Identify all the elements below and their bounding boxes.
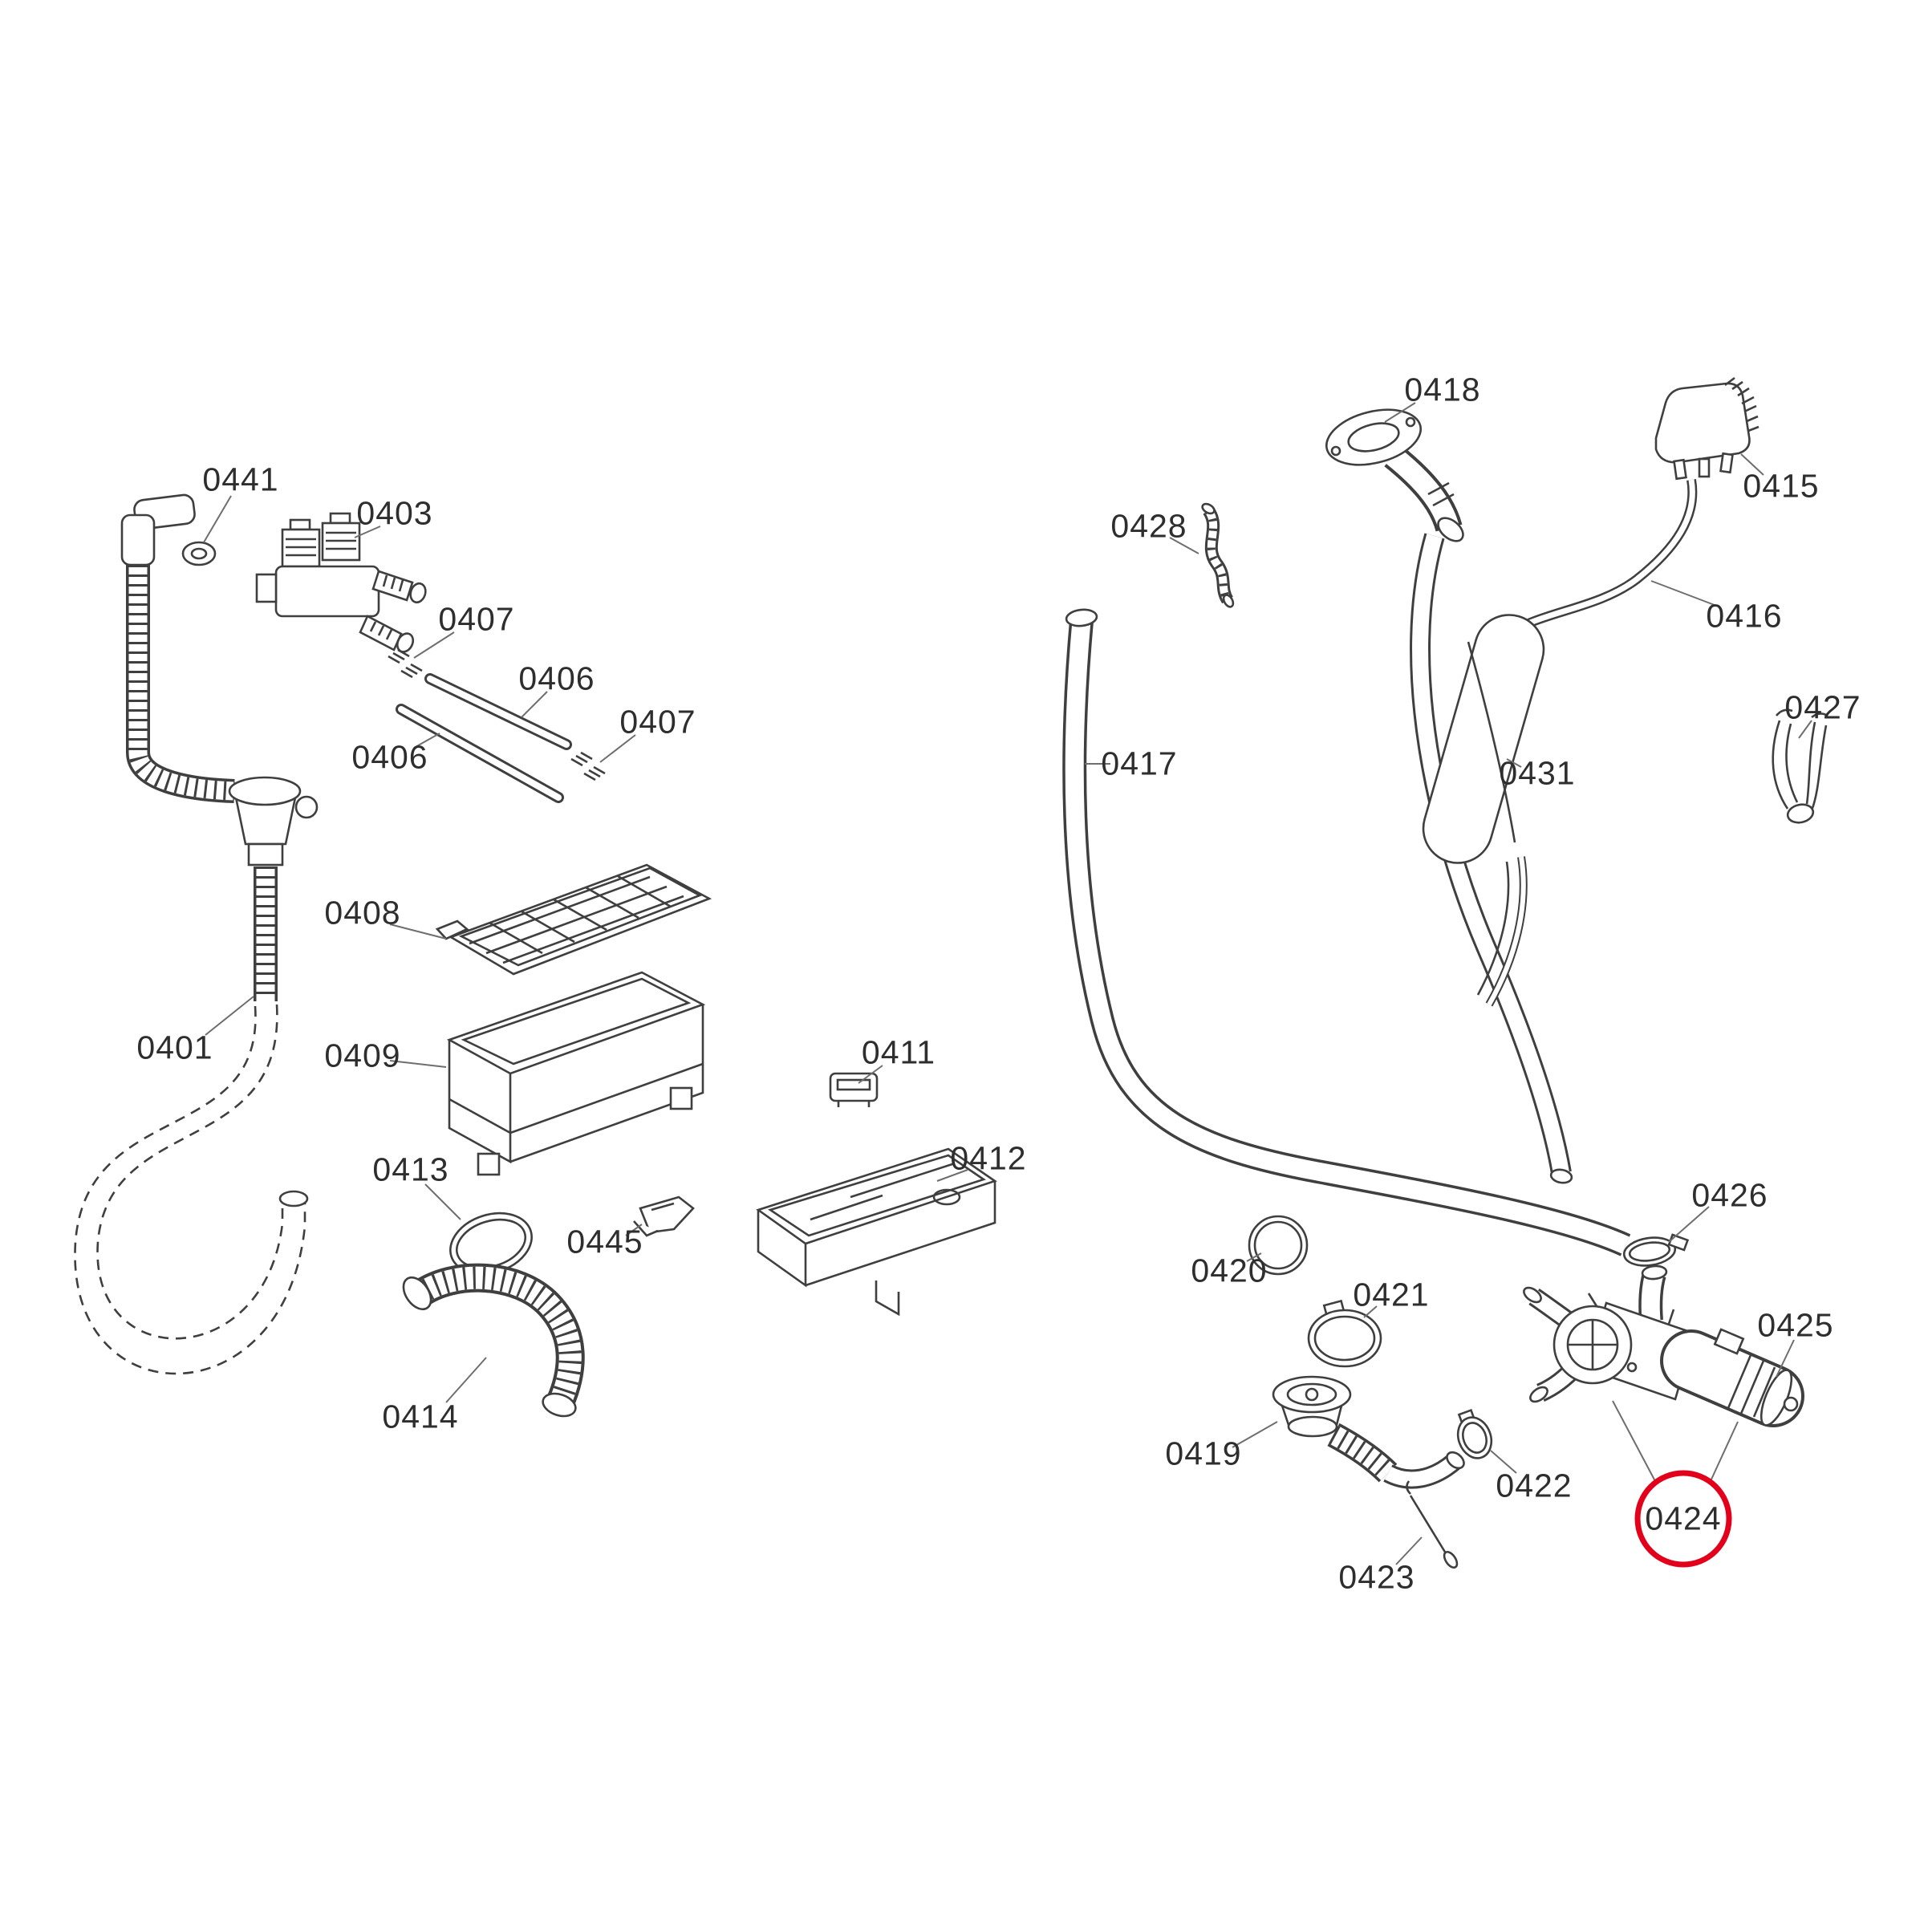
part-label-0411: 0411 [861,1033,936,1071]
part-art-0407-springs-lower [570,751,606,781]
part-label-0414: 0414 [382,1398,459,1435]
part-art-0403-valve [255,512,427,653]
part-label-0431: 0431 [1499,754,1576,792]
part-label-0413: 0413 [372,1151,449,1188]
part-art-0408-drawer-top [435,863,712,976]
part-label-0427: 0427 [1784,688,1861,726]
part-art-0427-fork [1772,708,1828,824]
hose-art-grommet-feed [1410,533,1573,1184]
part-label-0421: 0421 [1353,1276,1430,1313]
part-art-0409-dispenser-housing [446,971,706,1176]
part-art-0411-clip [829,1072,879,1107]
part-art-0420-cap [1248,1215,1309,1276]
part-art-0401-hose-upper [126,565,235,803]
part-label-0412: 0412 [950,1139,1027,1177]
part-label-0407-upper: 0407 [438,600,515,638]
part-art-0416-power-cable [1504,478,1698,639]
part-label-0417: 0417 [1101,745,1178,782]
part-art-0407-springs-upper [388,648,423,679]
part-art-0424-pump-assembly [1523,1264,1804,1427]
part-art-0445-clip [633,1195,695,1237]
part-art-0423-rod [1406,1480,1459,1569]
part-label-0425: 0425 [1757,1306,1834,1344]
part-art-0426-clamp [1622,1233,1690,1267]
leader-lines [203,402,1812,1565]
part-art-0422-clamp [1456,1408,1493,1459]
part-art-0418-grommet [1325,408,1464,542]
part-label-0441: 0441 [202,461,279,498]
part-label-0422: 0422 [1496,1467,1573,1504]
part-label-0415: 0415 [1743,467,1820,505]
part-art-0415-plug [1654,376,1760,481]
part-label-0445: 0445 [566,1223,643,1260]
part-label-0401: 0401 [136,1029,213,1066]
part-label-0419: 0419 [1165,1435,1242,1472]
part-label-0409: 0409 [324,1037,401,1074]
part-art-0441-elbow [120,493,217,566]
highlight-circle [1634,1470,1732,1568]
part-label-0406-lower: 0406 [351,738,428,776]
part-art-0401-connector [228,776,319,867]
part-art-0428-stub-hose [1201,502,1235,608]
part-label-0408: 0408 [324,894,401,932]
part-art-0414-sump-hose [402,1263,585,1418]
part-label-0416: 0416 [1706,597,1783,635]
part-art-0417-drain-hose [1062,608,1631,1256]
part-art-0406-tube-upper [424,673,572,750]
part-label-0426: 0426 [1691,1176,1768,1214]
part-art-0419-sump [1272,1375,1465,1489]
part-art-0431-suppressor [1422,614,1545,1007]
part-label-0423: 0423 [1338,1558,1415,1596]
part-art-0406-tube-lower [396,704,564,803]
part-label-0428: 0428 [1110,507,1187,545]
part-art-0401-hose-loop [74,1004,309,1375]
part-art-0421-clamp-ring [1307,1299,1382,1368]
part-label-0420: 0420 [1191,1252,1268,1289]
part-label-0418: 0418 [1404,371,1481,408]
part-label-0403: 0403 [356,494,433,532]
part-label-0424-highlighted: 0424 [1645,1500,1722,1537]
part-label-0406-upper: 0406 [518,660,595,697]
part-label-0407-lower: 0407 [619,703,696,741]
part-art-0412-tray [756,1147,997,1317]
